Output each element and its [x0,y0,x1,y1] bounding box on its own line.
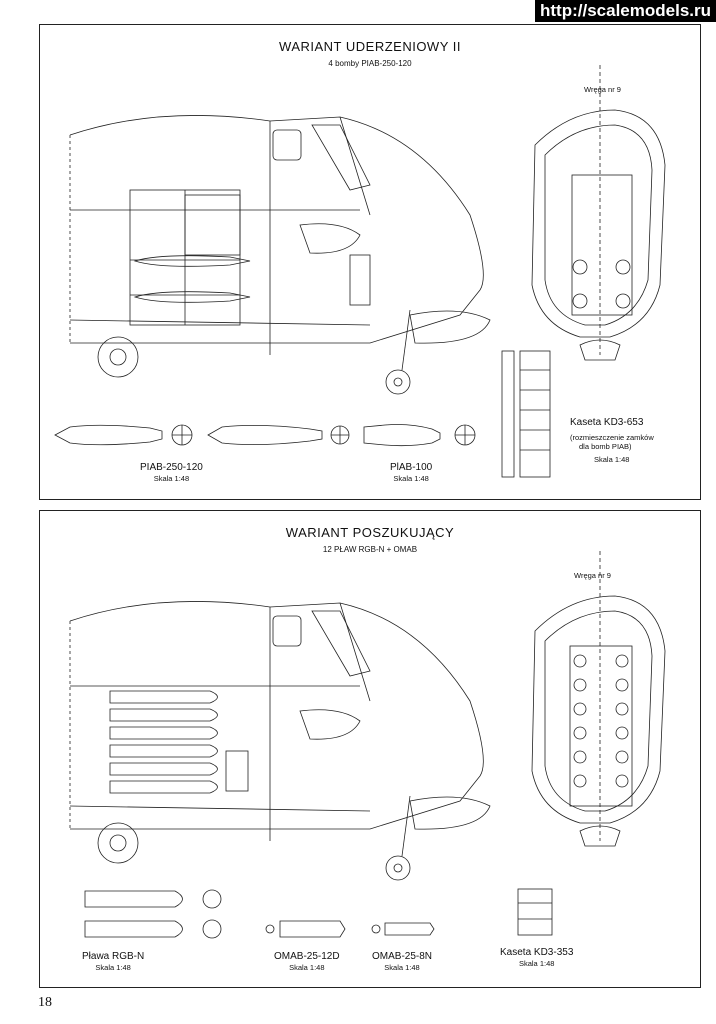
cassette-note-2: dla bomb PIAB) [579,442,632,451]
cassette-scale: Skala 1:48 [594,455,630,464]
page-number: 18 [38,995,52,1010]
item1-label: Pława RGB-N Skala 1:48 [82,951,144,973]
panel-strike-variant: WARIANT UDERZENIOWY II 4 bomby PIAB-250-… [39,24,701,500]
item2-name: OMAB-25-12D [274,951,340,962]
item4-scale: Skala 1:48 [518,959,555,968]
helicopter-drawing [69,551,666,939]
cassette-label: Kaseta KD3-653 [570,417,644,428]
panel-title: WARIANT UDERZENIOWY II [279,39,461,54]
bomb1-label: PIAB-250-120 Skala 1:48 [140,462,203,484]
panel-subtitle: 12 PŁAW RGB-N + OMAB [322,545,418,554]
item2-label: OMAB-25-12D Skala 1:48 [274,951,340,973]
panel-subtitle: 4 bomby PIAB-250-120 [328,59,412,68]
bomb1-name: PIAB-250-120 [140,462,203,473]
panel-title: WARIANT POSZUKUJĄCY [285,525,455,540]
frame-label: Wręga nr 9 [574,571,611,580]
item1-name: Pława RGB-N [82,951,145,962]
bomb2-label: PlAB-100 Skala 1:48 [390,462,432,484]
bomb2-name: PlAB-100 [390,462,433,473]
item1-scale: Skala 1:48 [95,963,131,972]
item4-name: Kaseta KD3-353 [500,947,574,958]
item3-label: OMAB-25-8N Skala 1:48 [372,951,432,973]
cassette-note: (rozmieszczenie zamków [570,433,654,442]
item4-label: Kaseta KD3-353 Skala 1:48 [500,947,573,969]
item3-name: OMAB-25-8N [372,951,433,962]
helicopter-drawing [54,65,666,478]
watermark-url: http://scalemodels.ru [535,0,716,22]
panel-search-variant: WARIANT POSZUKUJĄCY 12 PŁAW RGB-N + OMAB [39,510,701,988]
item2-scale: Skala 1:48 [289,963,325,972]
item3-scale: Skala 1:48 [384,963,420,972]
frame-label: Wręga nr 9 [584,85,621,94]
bomb1-scale: Skala 1:48 [153,474,190,483]
bomb2-scale: Skala 1:48 [393,474,429,483]
